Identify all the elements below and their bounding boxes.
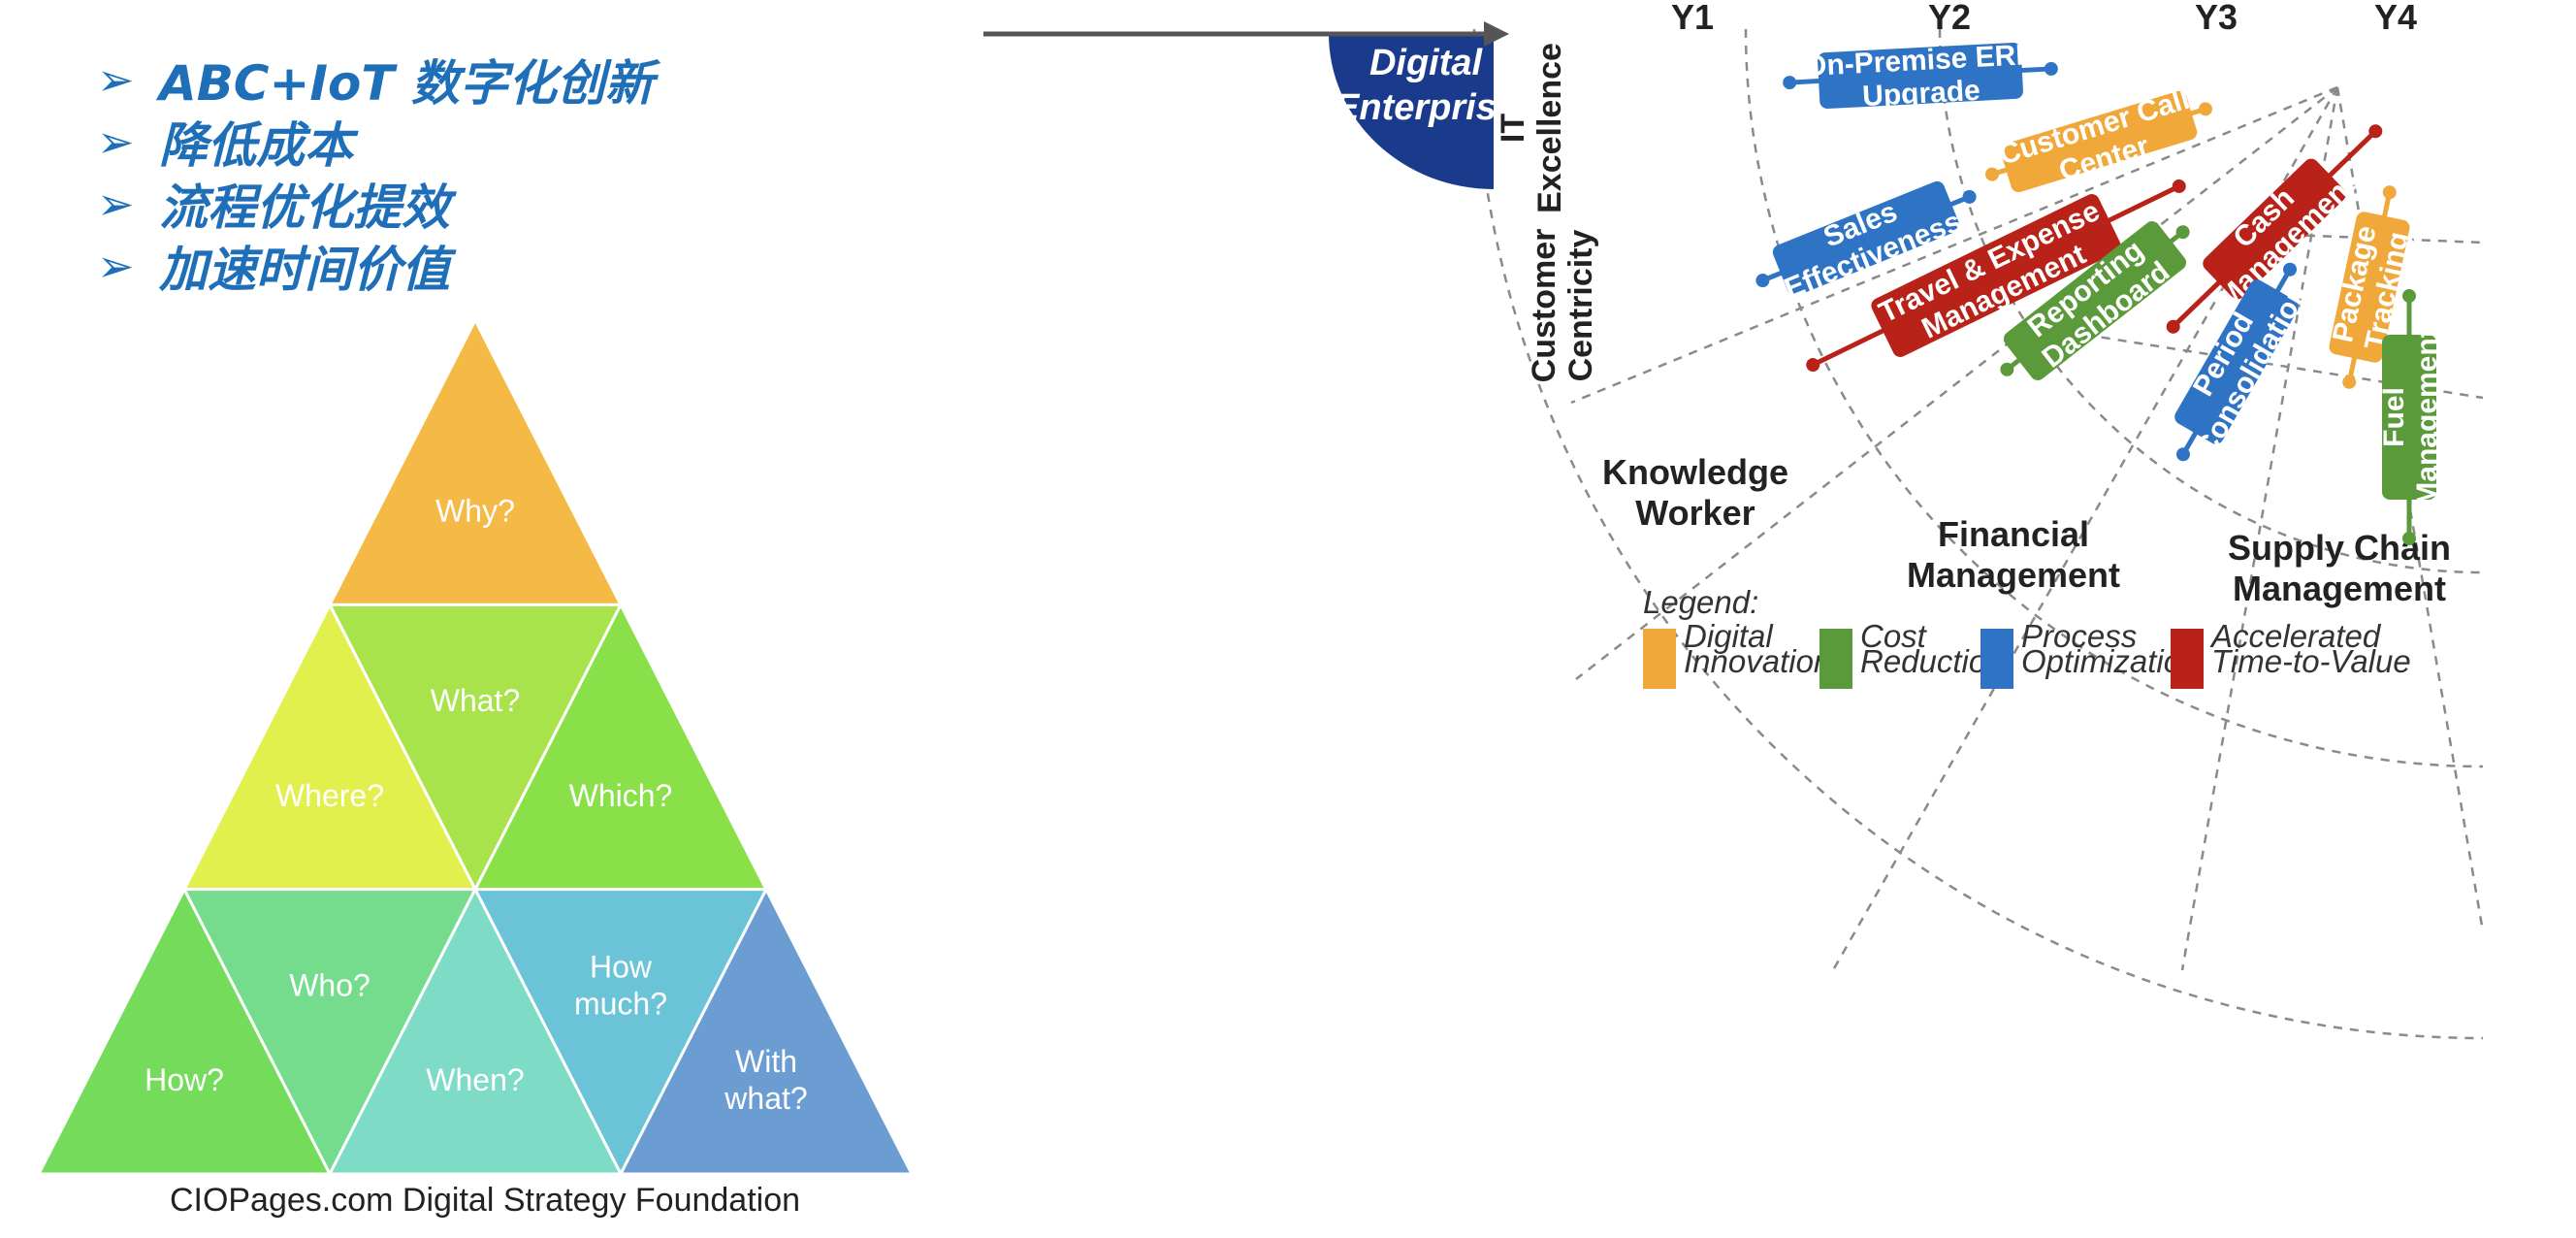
initiative-start-dot <box>1806 358 1820 373</box>
legend-swatch <box>1643 629 1676 689</box>
initiative-start-dot <box>1985 167 2000 181</box>
arrow-bullet-icon: ➢ <box>97 240 135 292</box>
initiative-bar: On-Premise ERPUpgrade <box>1783 39 2058 113</box>
initiative-box <box>2382 335 2436 500</box>
initiative-bar: PackageTracking <box>2327 185 2415 389</box>
initiative-box <box>1772 180 1960 297</box>
year-label: Y4 <box>2374 0 2417 37</box>
timeline-arc <box>1744 28 2484 768</box>
initiative-start-dot <box>2176 447 2190 462</box>
year-label: Y3 <box>2195 0 2238 37</box>
pyramid-cell <box>327 886 624 1176</box>
row-label: CustomerCentricity <box>1526 229 1599 383</box>
bullet-text: 降低成本 <box>159 117 353 174</box>
pyramid-cell-label: Who? <box>289 967 370 1002</box>
pyramid-cell <box>618 886 912 1176</box>
initiative-label: PackageTracking <box>2327 222 2415 353</box>
pyramid-cell <box>39 886 333 1176</box>
bullet-list: ➢ ABC+IoT 数字化创新 ➢ 降低成本 ➢ 流程优化提效 ➢ 加速时间价值 <box>97 49 654 298</box>
pyramid-cell-label: Which? <box>569 778 673 813</box>
initiative-box <box>2000 90 2198 193</box>
initiative-start-dot <box>2402 532 2416 545</box>
initiative-start-dot <box>2342 375 2357 389</box>
segment-divider <box>2180 86 2339 971</box>
axis-arrow-icon <box>1484 21 1509 47</box>
initiative-box <box>1818 42 2023 110</box>
segment-divider <box>1570 85 2338 405</box>
year-label: Y2 <box>1928 0 1971 37</box>
segment-divider <box>1575 86 2338 680</box>
pyramid-cell-label: Where? <box>275 778 384 813</box>
initiative-bar: FuelManagement <box>2378 289 2443 545</box>
bullet-text: 加速时间价值 <box>159 242 450 298</box>
initiative-start-dot <box>2166 319 2180 334</box>
pyramid-caption: CIOPages.com Digital Strategy Foundation <box>169 1182 801 1219</box>
bullet-item: ➢ ABC+IoT 数字化创新 <box>97 49 654 112</box>
bullet-text: ABC+IoT 数字化创新 <box>159 55 654 112</box>
pyramid-cell-label: How? <box>145 1062 224 1097</box>
legend-swatch <box>1819 629 1852 689</box>
initiative-box <box>2003 221 2187 380</box>
pyramid-cell-label: What? <box>431 683 520 718</box>
initiative-end-dot <box>2382 185 2397 200</box>
pyramid-cell-label: Why? <box>435 494 515 529</box>
initiative-box <box>2329 212 2410 363</box>
initiative-end-dot <box>1962 189 1977 204</box>
initiative-box <box>1871 194 2121 357</box>
initiative-end-dot <box>2198 102 2212 116</box>
initiative-end-dot <box>2175 225 2190 240</box>
legend-swatch <box>2171 629 2204 689</box>
initiative-end-dot <box>2402 289 2416 303</box>
timeline-arc <box>1472 28 2484 1040</box>
pyramid-cell-label: When? <box>426 1062 524 1097</box>
pyramid-cell <box>327 316 624 606</box>
initiative-box <box>2203 158 2346 300</box>
year-label: Y1 <box>1671 0 1714 37</box>
initiative-start-dot <box>1755 274 1770 288</box>
bullet-item: ➢ 降低成本 <box>97 111 654 174</box>
segment-divider <box>2335 86 2485 932</box>
initiative-end-dot <box>2172 179 2186 193</box>
bullet-text: 流程优化提效 <box>159 179 450 236</box>
legend-title: Legend: <box>1643 584 1758 620</box>
arrow-bullet-icon: ➢ <box>97 178 135 230</box>
arrow-bullet-icon: ➢ <box>97 53 135 106</box>
row-label-text: CustomerCentricity <box>1526 229 1599 383</box>
initiative-start-dot <box>1783 76 1797 90</box>
arrow-bullet-icon: ➢ <box>97 115 135 168</box>
initiative-box <box>2174 279 2299 444</box>
initiative-end-dot <box>2368 124 2383 139</box>
initiative-label: FuelManagement <box>2378 328 2443 505</box>
initiative-end-dot <box>2283 262 2297 277</box>
bullet-item: ➢ 加速时间价值 <box>97 235 654 298</box>
initiative-start-dot <box>2000 362 2014 376</box>
digital-enterprise-shape <box>1329 34 1494 189</box>
legend-swatch <box>1980 629 2013 689</box>
bullet-item: ➢ 流程优化提效 <box>97 173 654 236</box>
row-label: ITExcellence <box>1495 43 1568 213</box>
row-label-text: ITExcellence <box>1495 43 1568 213</box>
initiative-end-dot <box>2044 61 2058 76</box>
